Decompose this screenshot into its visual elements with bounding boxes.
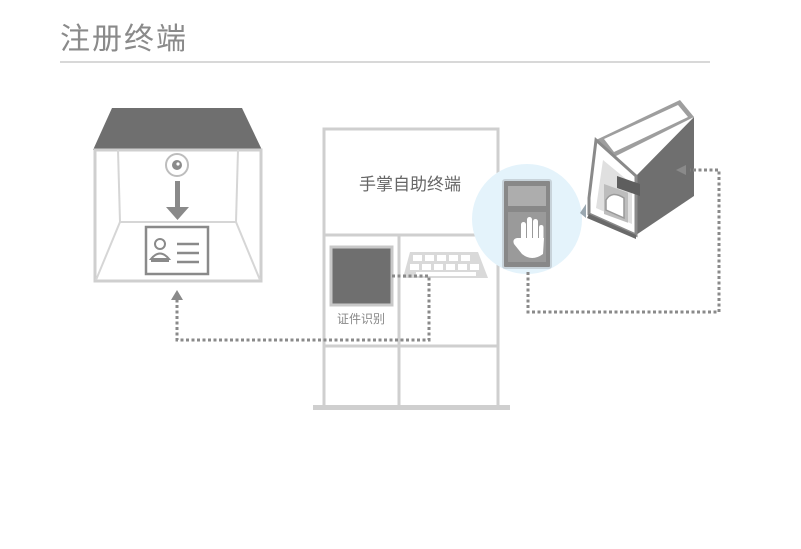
flow-connectors: [175, 168, 721, 342]
connector-scanner-to-printer: [526, 168, 721, 314]
id-scan-label: 证件识别: [337, 312, 385, 326]
station-frame: [93, 148, 263, 283]
id-card-icon: [144, 225, 210, 276]
id-registration-station: [93, 108, 263, 283]
camera-icon: [165, 153, 189, 177]
station-roof: [93, 108, 262, 150]
hand-icon: [513, 217, 544, 258]
down-arrow-icon: [166, 181, 189, 220]
id-scanner: [329, 245, 394, 307]
terminal-title: 手掌自助终端: [359, 175, 461, 195]
arrowhead-up-icon: [171, 290, 183, 300]
page-title: 注册终端: [60, 22, 188, 57]
palm-self-service-terminal: 手掌自助终端 证件识别: [313, 127, 582, 410]
printer-device: [580, 100, 694, 239]
connector-terminal-to-station: [175, 274, 431, 342]
keyboard-icon: [403, 252, 488, 278]
title-divider: [60, 61, 710, 63]
printer-pointer-icon: [580, 204, 586, 218]
arrowhead-left-icon: [676, 165, 686, 175]
